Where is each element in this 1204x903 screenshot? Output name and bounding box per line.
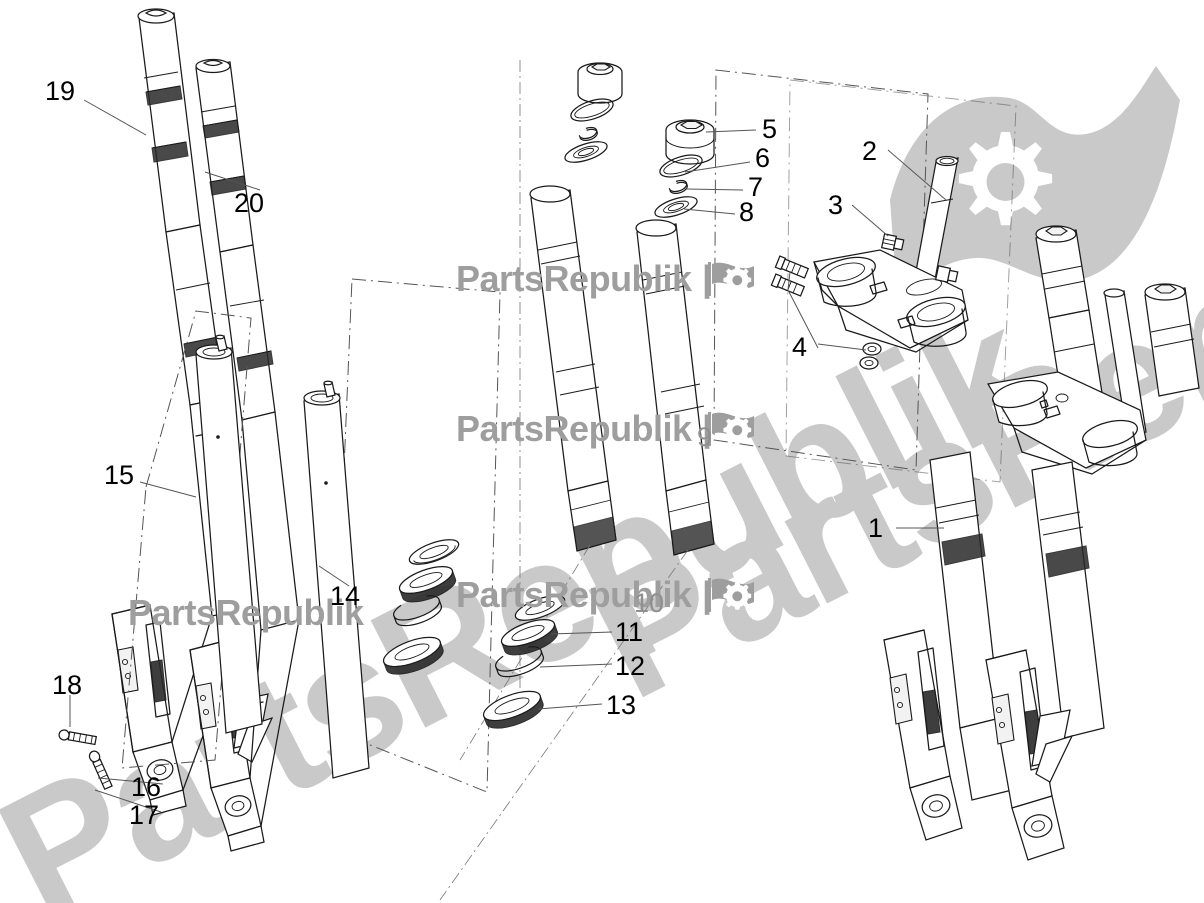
watermark-separator: |: [702, 574, 713, 615]
callout-leaders: [69, 99, 947, 813]
o-ring: [570, 98, 614, 122]
part-6-o-ring: [659, 154, 703, 178]
watermark-brand: PartsRepublik: [128, 592, 364, 633]
flag-gear-icon: [708, 578, 754, 612]
callout-label-18[interactable]: 18: [52, 670, 83, 700]
seal-stack-left: [382, 539, 460, 675]
steering-stem-assembly: [770, 155, 969, 370]
callout-label-16[interactable]: 16: [131, 772, 162, 802]
part-7-circlip: [668, 179, 688, 195]
inner-tube-right: [635, 219, 715, 556]
part-5-dust-cap: [665, 119, 715, 165]
callout-label-13[interactable]: 13: [606, 690, 637, 720]
callout-label-6[interactable]: 6: [755, 143, 771, 173]
watermark-separator: |: [702, 408, 713, 449]
circlip: [578, 126, 598, 142]
callout-label-8[interactable]: 8: [739, 197, 755, 227]
part-11-oil-seal: [500, 618, 559, 656]
seal-stack-right: [482, 595, 566, 729]
damper-rod-14: [303, 380, 370, 779]
flag-gear-icon: [708, 412, 754, 446]
group-box-headset-right: [713, 69, 929, 471]
inner-tube-left: [529, 185, 617, 552]
callout-label-7[interactable]: 7: [748, 172, 764, 202]
callout-label-10[interactable]: 10: [634, 588, 665, 618]
watermark-tile: PartsRepublik |: [456, 408, 754, 450]
fork-assembly-1: [883, 225, 1200, 861]
callout-label-12[interactable]: 12: [615, 651, 646, 681]
group-box-steering: [785, 79, 1017, 483]
watermark-brand: PartsRepublik: [456, 574, 692, 615]
watermark-brand: PartsRepublik: [456, 408, 692, 449]
watermark-separator: |: [702, 258, 713, 299]
part-4-clamp-bolt-b: [770, 273, 806, 297]
fastener-18: [58, 729, 98, 746]
callout-label-17[interactable]: 17: [129, 800, 160, 830]
flag-gear-icon: [708, 262, 754, 296]
callout-label-4[interactable]: 4: [792, 332, 808, 362]
callout-label-3[interactable]: 3: [828, 190, 844, 220]
watermark-tile: PartsRepublik: [128, 592, 364, 634]
watermark-tile: PartsRepublik |: [456, 258, 754, 300]
callout-label-20[interactable]: 20: [234, 188, 265, 218]
callout-label-14[interactable]: 14: [330, 581, 361, 611]
callout-label-9[interactable]: 9: [697, 422, 713, 452]
callout-label-19[interactable]: 19: [45, 76, 76, 106]
watermark-tile: PartsRepublik |: [456, 574, 754, 616]
bearing: [564, 141, 608, 163]
part-8-bearing: [654, 196, 698, 218]
flag-gear-icon: [890, 66, 1180, 310]
fastener-16-17: [88, 750, 113, 791]
part-4-nut-a: [862, 342, 882, 356]
part-10-washer: [514, 595, 566, 621]
callout-label-2[interactable]: 2: [862, 136, 878, 166]
part-3-bolt: [880, 233, 905, 251]
damper-rod-15: [195, 334, 263, 734]
callout-label-11[interactable]: 11: [615, 617, 644, 647]
fork-leg-20: [189, 58, 300, 852]
watermark-brand: PartsRepublik: [456, 258, 692, 299]
part-4-clamp-bolt-a: [774, 255, 810, 279]
part-4-nut-b: [859, 356, 879, 370]
headset-stack-5-8: [654, 119, 715, 218]
part-13-dust-seal: [482, 690, 544, 729]
top-cap-stack-left: [564, 62, 623, 163]
part-12-circlip: [494, 646, 545, 678]
callout-label-5[interactable]: 5: [762, 114, 778, 144]
part-3-bolt-2: [934, 265, 959, 283]
callout-label-15[interactable]: 15: [104, 460, 135, 490]
callout-label-1[interactable]: 1: [868, 513, 884, 543]
